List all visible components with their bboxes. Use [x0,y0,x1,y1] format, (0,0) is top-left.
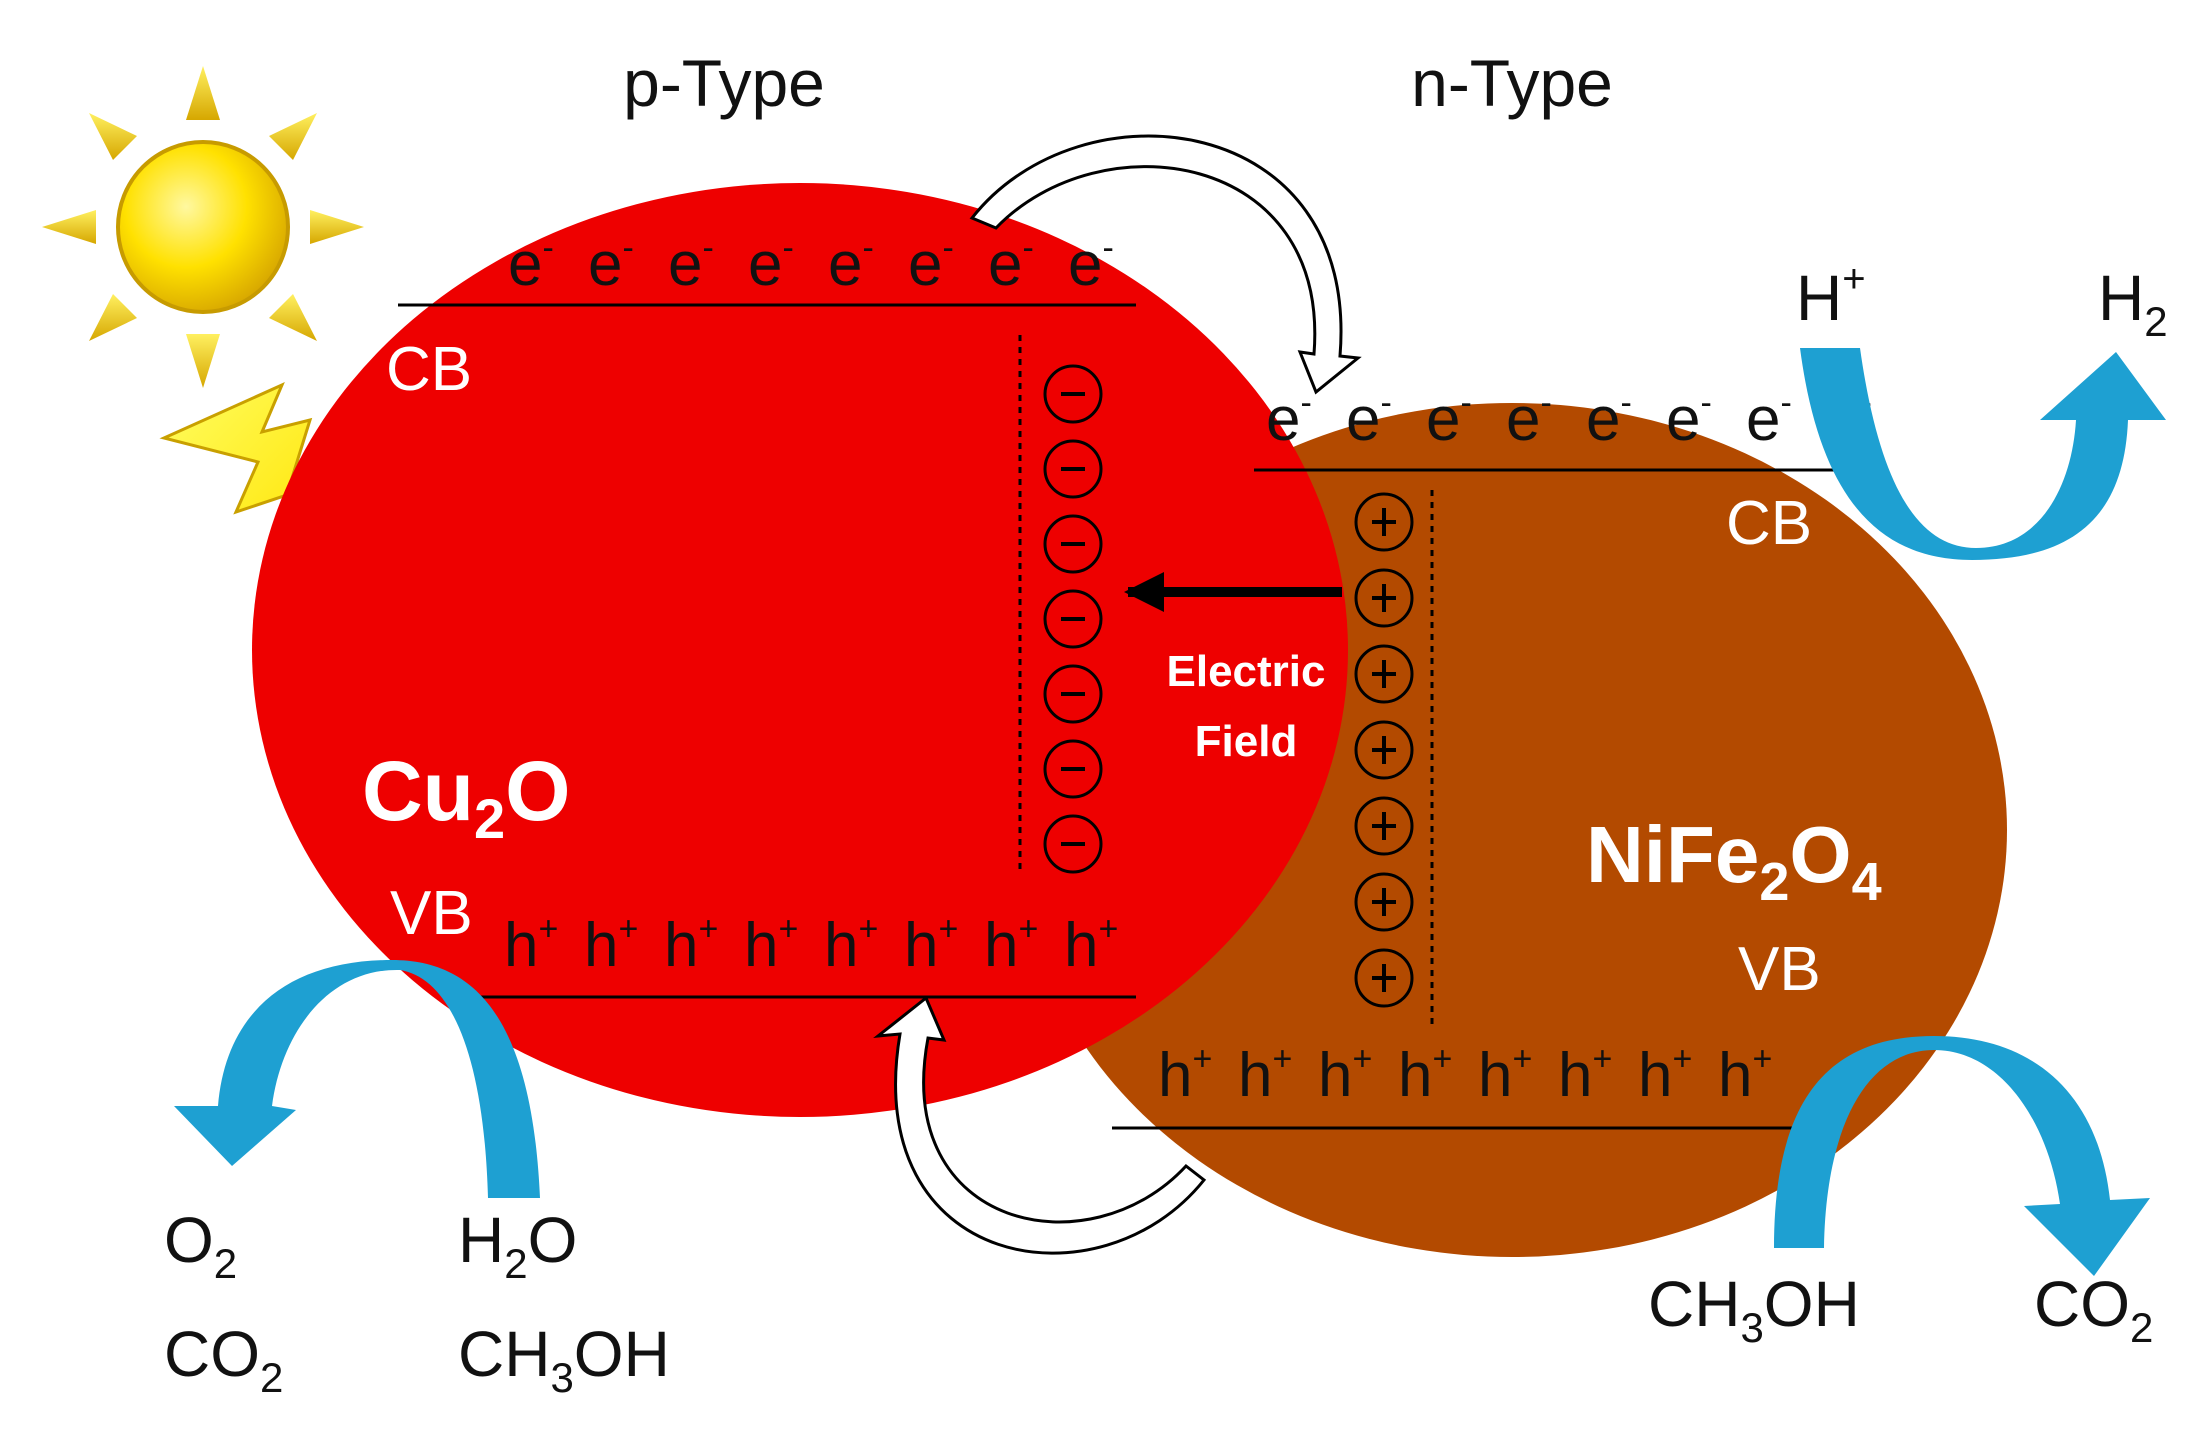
nife2o4-cb-label: CB [1726,489,1812,558]
electron: e- [988,229,1034,299]
reduction-reactant: H+ [1796,257,1866,334]
positive-charge [1354,720,1414,780]
positive-charge [1354,796,1414,856]
hole: h+ [1064,910,1118,980]
electric-field-label-line1: Electric [1167,647,1326,696]
cu2o-particle [252,183,1348,1117]
cu2o-oxidation-arrow [174,960,540,1198]
negative-charge [1043,664,1103,724]
electron: e- [908,229,954,299]
cu2o-hole-row: h+ h+ h+ h+ h+ h+ h+ h+ [504,910,1118,980]
negative-charge [1043,739,1103,799]
hole: h+ [1478,1040,1532,1110]
hole: h+ [904,910,958,980]
nife2o4-oxidation-reactant: CH3OH [1648,1268,1860,1351]
hole: h+ [1318,1040,1372,1110]
hole: h+ [1158,1040,1212,1110]
nife2o4-oxidation-product: CO2 [2034,1268,2153,1351]
p-type-label: p-Type [623,46,825,120]
nife2o4-vb-label: VB [1738,935,1821,1004]
negative-charge [1043,589,1103,649]
nife2o4-positive-charges [1354,492,1414,1008]
electron: e- [1266,384,1312,454]
reduction-product: H2 [2098,262,2168,345]
hole: h+ [504,910,558,980]
cu2o-oxidation-product-1: O2 [164,1204,237,1287]
hole: h+ [824,910,878,980]
hole: h+ [1638,1040,1692,1110]
hole: h+ [1238,1040,1292,1110]
electron: e- [1746,384,1792,454]
hole: h+ [584,910,638,980]
nife2o4-name: NiFe2O4 [1586,810,1882,912]
negative-charge [1043,364,1103,424]
hole-transfer-arrow [873,995,1207,1255]
cu2o-oxidation-reactant-1: H2O [458,1204,577,1287]
electron: e- [1506,384,1552,454]
electron: e- [828,229,874,299]
hole: h+ [1398,1040,1452,1110]
negative-charge [1043,514,1103,574]
hole: h+ [984,910,1038,980]
cu2o-cb-label: CB [386,335,472,404]
n-type-label: n-Type [1411,46,1613,120]
cu2o-oxidation-product-2: CO2 [164,1318,283,1401]
reduction-arrow [1800,348,2166,560]
electron-transfer-arrow [969,134,1362,395]
electron: e- [1068,229,1114,299]
positive-charge [1354,492,1414,552]
hole: h+ [1718,1040,1772,1110]
cu2o-negative-charges [1043,364,1103,874]
hole: h+ [744,910,798,980]
nife2o4-hole-row: h+ h+ h+ h+ h+ h+ h+ h+ [1158,1040,1772,1110]
positive-charge [1354,568,1414,628]
electron: e- [668,229,714,299]
positive-charge [1354,872,1414,932]
hole: h+ [664,910,718,980]
cu2o-name: Cu2O [362,744,570,850]
electron: e- [588,229,634,299]
electron: e- [1666,384,1712,454]
cu2o-vb-label: VB [390,879,473,948]
electron: e- [1426,384,1472,454]
electron: e- [748,229,794,299]
electron: e- [1346,384,1392,454]
positive-charge [1354,948,1414,1008]
hole: h+ [1558,1040,1612,1110]
electron: e- [508,229,554,299]
negative-charge [1043,814,1103,874]
sun-icon [42,66,364,388]
negative-charge [1043,439,1103,499]
electric-field-label-line2: Field [1195,717,1298,766]
cu2o-electron-row: e-e-e-e-e-e-e-e- [508,229,1114,299]
electron: e- [1586,384,1632,454]
positive-charge [1354,644,1414,704]
cu2o-oxidation-reactant-2: CH3OH [458,1318,670,1401]
nife2o4-oxidation-arrow [1774,1036,2150,1276]
